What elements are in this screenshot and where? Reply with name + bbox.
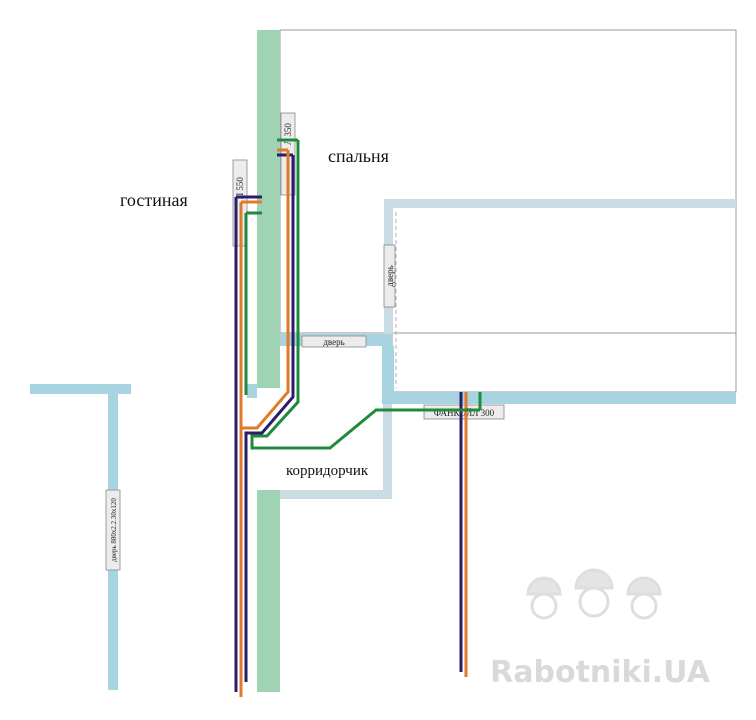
- watermark-logo: [526, 568, 662, 620]
- wall-grey-corridor-right: [383, 404, 392, 498]
- wall-grey-top: [384, 199, 736, 208]
- wall-grey-corridor-bottom: [280, 490, 392, 499]
- door-left-label: дверь 880х2.2.30х120: [110, 498, 118, 562]
- wall-green-upper: [257, 30, 280, 388]
- wall-blue-left-horizontal: [30, 384, 131, 394]
- fancoil-living-label: Л 550: [235, 177, 245, 199]
- wall-blue-bottom: [382, 392, 736, 404]
- pipe-navy-bedroom: [244, 155, 295, 682]
- wall-blue-stub: [247, 384, 257, 398]
- room-label-living: гостиная: [120, 190, 188, 210]
- door-left-box: [105, 489, 121, 571]
- wall-green-lower: [257, 490, 280, 692]
- room-label-bedroom: спальня: [328, 146, 389, 166]
- watermark-text: Rabotniki.UA: [490, 655, 710, 690]
- room-label-corridor: корридорчик: [286, 463, 369, 479]
- wall-blue-corridor-vertical: [382, 346, 394, 404]
- fancoil-bedroom-label: Л 350: [283, 123, 293, 145]
- bedroom-outline: [279, 29, 737, 334]
- fancoil-corridor-label: ФАНКОЙЛ 300: [434, 408, 495, 418]
- door-corridor-box: [301, 335, 367, 348]
- room-right-outline: [391, 206, 737, 393]
- door-vertical-box: [383, 244, 396, 308]
- door-corridor-label: дверь: [323, 337, 344, 347]
- pipe-green-bedroom: [250, 140, 480, 450]
- pipe-orange-bedroom: [241, 150, 290, 430]
- door-vertical-label: дверь: [385, 265, 395, 286]
